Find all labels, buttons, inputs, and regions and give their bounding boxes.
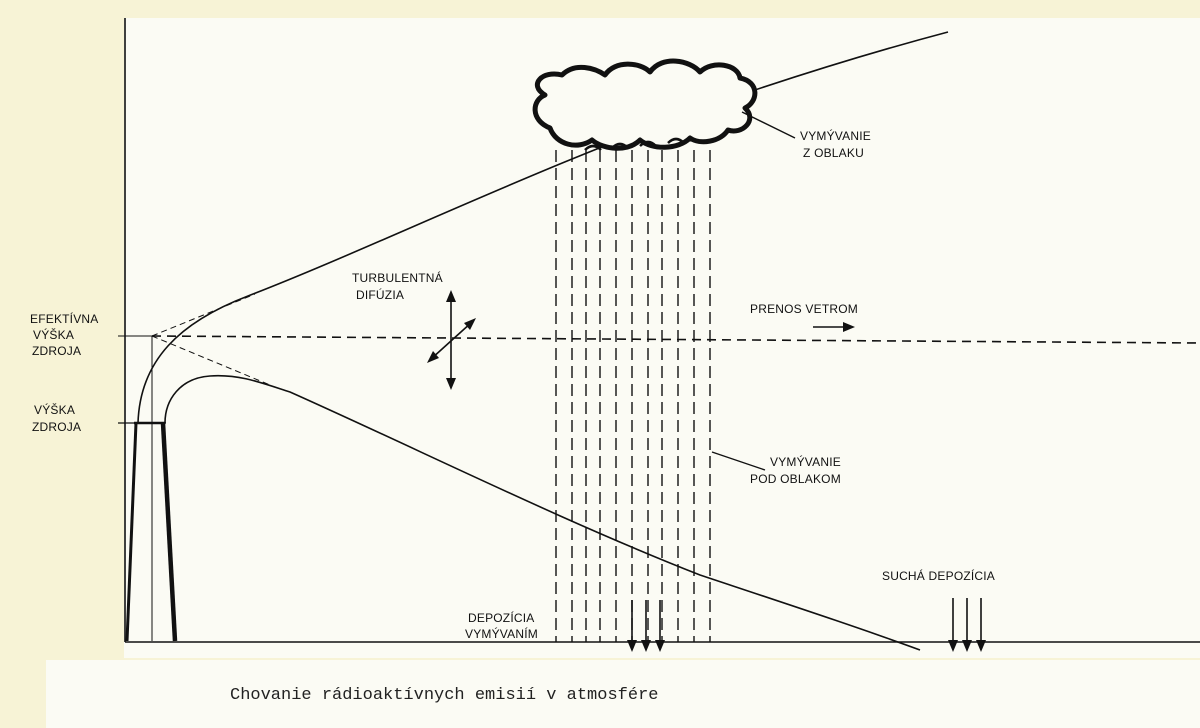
wind-arrow [813, 322, 855, 332]
svg-text:ZDROJA: ZDROJA [32, 344, 81, 358]
svg-text:TURBULENTNÁ: TURBULENTNÁ [352, 270, 443, 285]
leader-washout-cloud [741, 111, 796, 139]
label-turbulent-diffusion: TURBULENTNÁ DIFÚZIA [352, 270, 443, 302]
svg-text:VÝŠKA: VÝŠKA [33, 327, 74, 342]
rain-lines [555, 150, 711, 642]
svg-text:VÝŠKA: VÝŠKA [34, 402, 75, 417]
svg-text:DIFÚZIA: DIFÚZIA [356, 287, 404, 302]
label-washout-cloud: VYMÝVANIE Z OBLAKU [800, 128, 871, 160]
plume-upper-envelope [137, 31, 949, 424]
cloud [532, 58, 758, 151]
label-effective-height: EFEKTÍVNA VÝŠKA ZDROJA [30, 311, 98, 358]
turbulent-diffusion-arrows [427, 290, 476, 390]
svg-text:ZDROJA: ZDROJA [32, 420, 81, 434]
plume-cone-lower [151, 335, 271, 386]
caption-strip [46, 660, 1200, 728]
svg-text:VYMÝVANIE: VYMÝVANIE [800, 128, 871, 143]
label-wet-deposition: DEPOZÍCIA VYMÝVANÍM [465, 610, 538, 641]
caption: Chovanie rádioaktívnych emisií v atmosfé… [230, 686, 658, 705]
wet-deposition-arrows [627, 600, 665, 652]
svg-text:Z OBLAKU: Z OBLAKU [803, 146, 864, 160]
label-wind-transport: PRENOS VETROM [750, 302, 858, 316]
plume-lower-envelope [164, 374, 921, 651]
svg-text:VYMÝVANÍM: VYMÝVANÍM [465, 626, 538, 641]
svg-text:POD OBLAKOM: POD OBLAKOM [750, 472, 841, 486]
label-dry-deposition: SUCHÁ DEPOZÍCIA [882, 568, 995, 583]
svg-text:DEPOZÍCIA: DEPOZÍCIA [468, 610, 534, 625]
svg-text:EFEKTÍVNA: EFEKTÍVNA [30, 311, 98, 326]
dry-deposition-arrows [948, 598, 986, 652]
cloud-hatching [584, 137, 685, 151]
label-washout-below: VYMÝVANIE POD OBLAKOM [750, 454, 841, 486]
label-source-height: VÝŠKA ZDROJA [32, 402, 81, 434]
plume-centerline [151, 335, 1200, 344]
leader-washout-below [711, 451, 766, 471]
plume-cone-upper [151, 293, 256, 337]
svg-text:VYMÝVANIE: VYMÝVANIE [770, 454, 841, 469]
